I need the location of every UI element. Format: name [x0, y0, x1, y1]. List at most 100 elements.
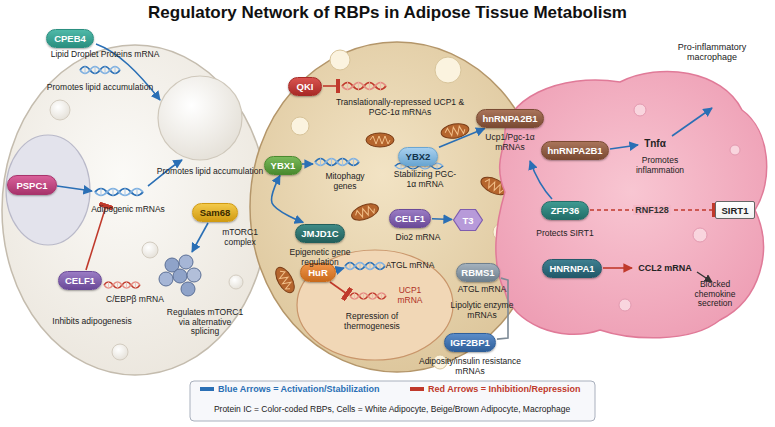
beige-adipocyte — [250, 42, 544, 372]
small-droplet — [112, 344, 128, 360]
vesicle — [730, 145, 740, 155]
legend-swatch — [200, 387, 214, 391]
annotation-text: Repression of thermogenesis — [327, 312, 417, 331]
rbp-pill: CELF1 — [58, 271, 102, 290]
annotation-text: Stabilizing PGC-1α mRNA — [390, 170, 460, 189]
annotation-text: Protein IC = Color-coded RBPs, Cells = W… — [192, 405, 592, 415]
small-droplet — [291, 117, 309, 135]
rbp-pill: hnRNPA2B1 — [541, 141, 609, 160]
rbp-pill: CELF1 — [389, 209, 431, 228]
rbp-pill: IGF2BP1 — [444, 333, 496, 352]
node-text: CELF1 — [395, 213, 425, 224]
rbp-pill: YBX2 — [398, 147, 438, 166]
annotation-text: Lipid Droplet Proteins mRNA — [45, 50, 165, 60]
node-text: HuR — [308, 267, 328, 278]
protein-box: SIRT1 — [715, 201, 755, 219]
title: Regulatory Network of RBPs in Adipose Ti… — [0, 3, 775, 23]
annotation-text: Pro-inflammatory macrophage — [665, 42, 760, 62]
small-droplet — [142, 242, 158, 258]
rbp-pill: RBMS1 — [456, 263, 500, 282]
small-droplet — [229, 275, 243, 289]
activation-arrow — [530, 161, 552, 199]
rbp-pill: YBX1 — [264, 156, 302, 175]
inhibition-line — [323, 85, 338, 87]
rbp-pill: QKI — [288, 77, 322, 96]
node-text: hnRNPA2B1 — [482, 113, 537, 124]
vesicle — [619, 299, 631, 311]
white-adipocyte — [2, 45, 268, 375]
activation-arrow — [57, 186, 92, 191]
rbp-pill: hnRNPA2B1 — [476, 109, 544, 128]
node-text: YBX2 — [406, 151, 431, 162]
mrna-helix — [342, 82, 386, 90]
legend-text: Red Arrows = Inhibition/Repression — [428, 384, 580, 394]
annotation-text: Promotes lipid accumulation — [45, 83, 155, 93]
legend-entry: Red Arrows = Inhibition/Repression — [410, 384, 580, 394]
connector — [439, 129, 485, 148]
node-text: HNRNPA1 — [549, 263, 594, 274]
rbp-pill: CPEB4 — [46, 29, 94, 48]
activation-arrow — [302, 163, 313, 165]
legend-entry: Blue Arrows = Activation/Stabilization — [200, 384, 380, 394]
annotation-text: Ucp1/Pgc-1α mRNAs — [479, 133, 541, 152]
node-text: CPEB4 — [54, 33, 86, 44]
rbp-pill: PSPC1 — [7, 175, 57, 195]
hormone-hexagon: T3 — [453, 209, 483, 231]
node-text: YBX1 — [271, 160, 296, 171]
annotation-text: Tnfα — [635, 138, 675, 149]
small-droplet — [330, 50, 350, 70]
node-text: Sam68 — [200, 207, 231, 218]
nucleus — [6, 135, 90, 245]
connector-label: RNF128 — [633, 205, 671, 215]
annotation-text: ATGL mRNA — [455, 285, 510, 295]
rbp-pill: Sam68 — [192, 203, 238, 222]
small-droplet — [435, 57, 461, 83]
inhibition-arrow — [603, 267, 632, 269]
hexagon-shape — [454, 210, 483, 231]
annotation-text: Mitophagy genes — [319, 172, 371, 191]
annotation-text: Epigenetic gene regulation — [280, 248, 360, 267]
vesicle — [634, 104, 646, 116]
mitochondrion — [440, 122, 470, 141]
annotation-text: ATGL mRNA — [385, 261, 435, 271]
activation-arrow — [672, 108, 712, 136]
inhibition-line — [86, 206, 106, 270]
annotation-text: Regulates mTORC1 via alternative splicin… — [165, 308, 245, 337]
mitochondrion — [272, 264, 298, 295]
annotation-text: Protects SIRT1 — [535, 229, 595, 239]
node-text: hnRNPA2B1 — [547, 145, 602, 156]
legend-box — [190, 381, 595, 421]
mitochondrion — [349, 201, 380, 224]
annotation-text: Inhibits adipogenesis — [52, 317, 132, 327]
annotation-text: Adiposity/insulin resistance mRNAs — [410, 357, 530, 376]
vesicle — [693, 228, 707, 242]
annotation-text: Blocked chemokine secretion — [680, 280, 750, 309]
node-text: QKI — [297, 81, 314, 92]
mrna-helix — [95, 188, 143, 196]
node-text: SIRT1 — [722, 205, 749, 216]
inhibition-line — [330, 282, 347, 294]
rbp-pill: HNRNPA1 — [542, 259, 602, 278]
connector — [432, 218, 452, 220]
small-droplet — [50, 100, 70, 120]
node-text: JMJD1C — [301, 228, 339, 239]
annotation-text: mTORC1 complex — [218, 228, 262, 247]
annotation-text: Adipogenic mRNAs — [88, 205, 168, 215]
connector — [272, 176, 304, 223]
node-text: PSPC1 — [16, 180, 47, 191]
annotation-text: C/EBPβ mRNA — [104, 295, 166, 305]
annotation-text: CCL2 mRNA — [635, 263, 695, 273]
node-text: RBMS1 — [461, 267, 494, 278]
annotation-text: Translationally-repressed UCP1 & PGC-1α … — [325, 98, 475, 117]
rbp-pill: ZFP36 — [541, 201, 589, 220]
mtorc1-complex — [159, 255, 201, 296]
annotation-text: Promotes inflammation — [623, 156, 698, 175]
node-text: ZFP36 — [551, 205, 580, 216]
node-text: CELF1 — [65, 275, 95, 286]
node-text: T3 — [462, 215, 473, 226]
activation-arrow — [610, 145, 638, 149]
annotation-text: UCP1 mRNA — [385, 286, 435, 305]
mitochondrion — [366, 133, 394, 147]
rbp-pill: JMJD1C — [295, 224, 345, 243]
